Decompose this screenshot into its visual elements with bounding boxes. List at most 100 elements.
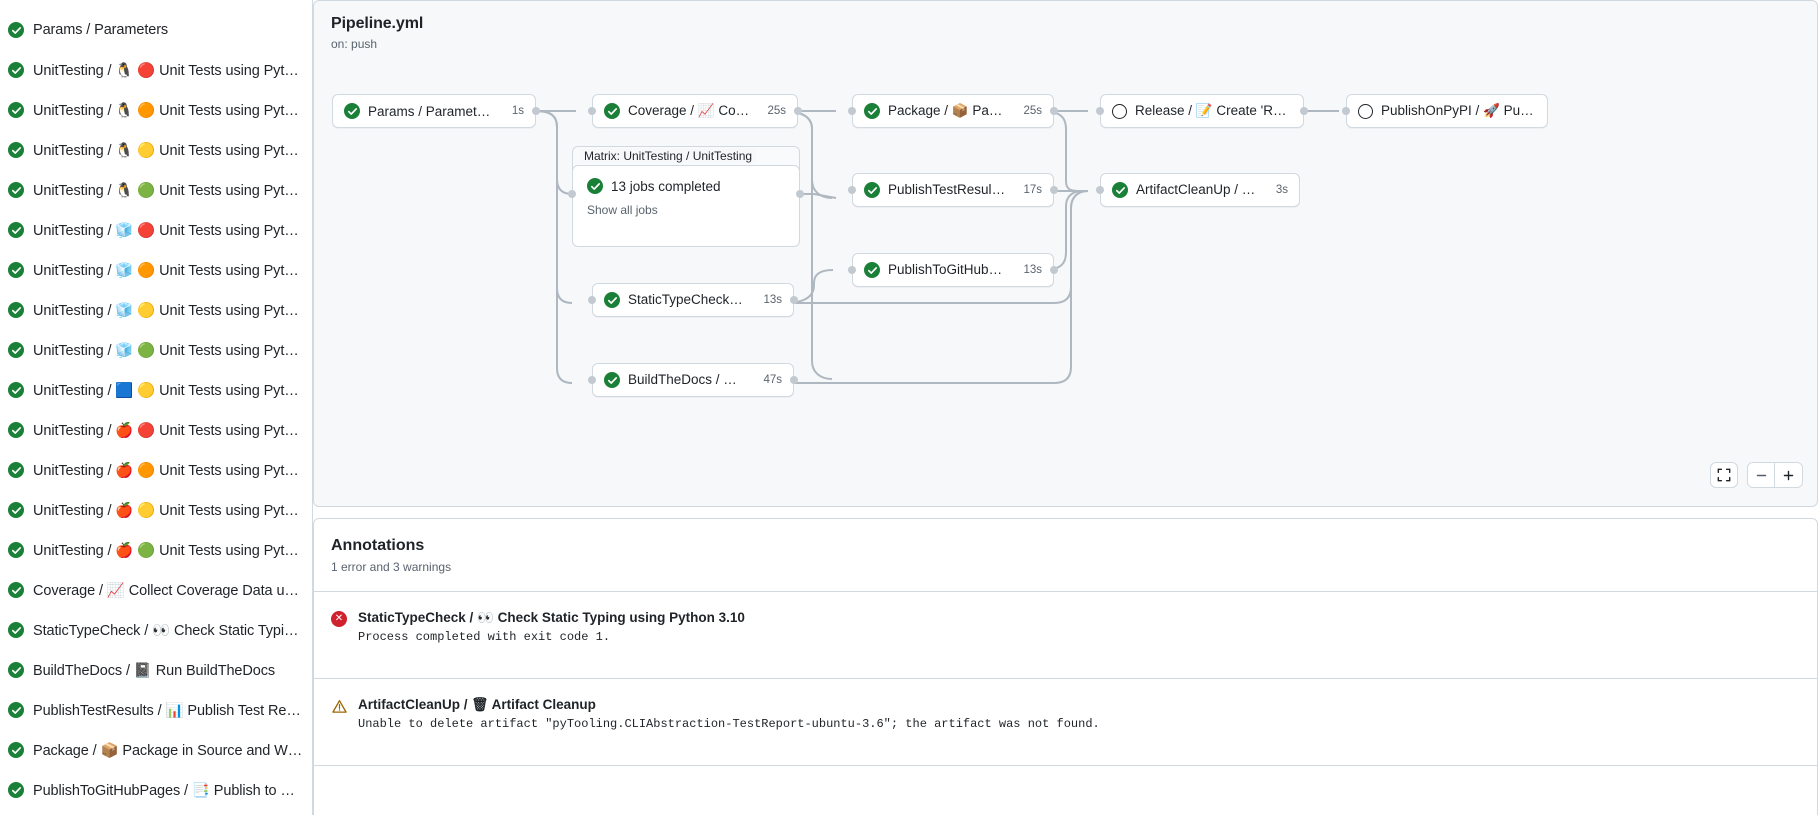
package-input-dot	[848, 107, 856, 115]
zoom-out-button[interactable]	[1748, 463, 1775, 487]
release-input-dot	[1096, 107, 1104, 115]
pypi-input-dot	[1342, 107, 1350, 115]
annotations-header: Annotations 1 error and 3 warnings	[314, 519, 1817, 574]
matrix-status-row: 13 jobs completed	[587, 178, 785, 194]
sidebar-job-item[interactable]: BuildTheDocs / 📓 Run BuildTheDocs	[0, 650, 312, 690]
annotations-divider	[314, 765, 1817, 766]
sidebar-job-item[interactable]: UnitTesting / 🟦 🟡 Unit Tests using Pyth…	[0, 370, 312, 410]
check-circle-icon	[864, 182, 880, 198]
node-label: Release / 📝 Create 'Release P…	[1135, 103, 1292, 119]
graph-node-package[interactable]: Package / 📦 Package in So… 25s	[852, 94, 1054, 128]
check-circle-icon	[1112, 182, 1128, 198]
annotation-item[interactable]: ✕ StaticTypeCheck / 👀 Check Static Typin…	[314, 591, 1817, 661]
zoom-in-button[interactable]	[1775, 463, 1802, 487]
annotations-summary: 1 error and 3 warnings	[331, 560, 1800, 574]
sidebar-job-item[interactable]: UnitTesting / 🐧 🟠 Unit Tests using Pyth…	[0, 90, 312, 130]
zoom-button-group	[1747, 462, 1803, 488]
check-circle-icon	[8, 782, 24, 798]
sidebar-job-label: UnitTesting / 🍎 🟡 Unit Tests using Pyth…	[33, 502, 304, 519]
pending-circle-icon	[1358, 104, 1373, 119]
sidebar-job-item[interactable]: Params / Parameters	[0, 10, 312, 50]
annotation-item[interactable]: ArtifactCleanUp / 🗑 Artifact Cleanup Una…	[314, 678, 1817, 748]
node-label: StaticTypeCheck / 👀 Chec…	[628, 292, 745, 308]
sidebar-job-item[interactable]: PublishToGitHubPages / 📑 Publish to G…	[0, 770, 312, 810]
graph-zoom-controls	[1710, 462, 1803, 488]
check-circle-icon	[8, 342, 24, 358]
sidebar-job-item[interactable]: UnitTesting / 🍎 🟠 Unit Tests using Pyth…	[0, 450, 312, 490]
graph-node-coverage[interactable]: Coverage / 📈 Collect Cove… 25s	[592, 94, 798, 128]
graph-node-publishtestresults[interactable]: PublishTestResults / 📊 Pu… 17s	[852, 173, 1054, 207]
main-content: Pipeline.yml on: push	[313, 0, 1818, 815]
sidebar-job-label: UnitTesting / 🐧 🟡 Unit Tests using Pyth…	[33, 142, 304, 159]
graph-node-artifactcleanup[interactable]: ArtifactCleanUp / 🗑 Artifac… 3s	[1100, 173, 1300, 207]
check-circle-icon	[864, 103, 880, 119]
check-circle-icon	[8, 62, 24, 78]
sidebar-job-item[interactable]: UnitTesting / 🍎 🟡 Unit Tests using Pyth…	[0, 490, 312, 530]
graph-node-publishonpypi[interactable]: PublishOnPyPI / 🚀 Publish to …	[1346, 94, 1548, 128]
coverage-output-dot	[794, 107, 802, 115]
check-circle-icon	[8, 702, 24, 718]
node-label: PublishTestResults / 📊 Pu…	[888, 182, 1005, 198]
sidebar-job-item[interactable]: UnitTesting / 🧊 🔴 Unit Tests using Pyth…	[0, 210, 312, 250]
graph-node-release[interactable]: Release / 📝 Create 'Release P…	[1100, 94, 1304, 128]
sidebar-job-item[interactable]: UnitTesting / 🐧 🟢 Unit Tests using Pyth…	[0, 170, 312, 210]
node-label: BuildTheDocs / 📓 Run Buil…	[628, 372, 745, 388]
check-circle-icon	[8, 382, 24, 398]
node-duration: 47s	[753, 374, 782, 386]
sidebar-job-label: UnitTesting / 🐧 🟠 Unit Tests using Pyth…	[33, 102, 304, 119]
check-circle-icon	[8, 502, 24, 518]
sidebar-job-item[interactable]: UnitTesting / 🧊 🟢 Unit Tests using Pyth…	[0, 330, 312, 370]
graph-node-buildthedocs[interactable]: BuildTheDocs / 📓 Run Buil… 47s	[592, 363, 794, 397]
sidebar-job-item[interactable]: UnitTesting / 🍎 🔴 Unit Tests using Pyth…	[0, 410, 312, 450]
sidebar-job-label: UnitTesting / 🐧 🔴 Unit Tests using Pyth…	[33, 62, 304, 79]
check-circle-icon	[8, 462, 24, 478]
node-label: Params / Parameters	[368, 104, 494, 119]
sidebar-job-item[interactable]: PublishTestResults / 📊 Publish Test Resu…	[0, 690, 312, 730]
sidebar-job-label: UnitTesting / 🍎 🔴 Unit Tests using Pyth…	[33, 422, 304, 439]
check-circle-icon	[8, 422, 24, 438]
pending-circle-icon	[1112, 104, 1127, 119]
annotation-header: ArtifactCleanUp / 🗑 Artifact Cleanup	[358, 697, 1800, 713]
warning-icon	[331, 698, 347, 714]
check-circle-icon	[8, 622, 24, 638]
package-output-dot	[1050, 107, 1058, 115]
sidebar-job-item[interactable]: UnitTesting / 🐧 🟡 Unit Tests using Pyth…	[0, 130, 312, 170]
fit-screen-button[interactable]	[1710, 462, 1738, 488]
graph-canvas[interactable]: Matrix: UnitTesting / UnitTesting 13 job…	[314, 1, 1818, 507]
fit-screen-icon	[1717, 468, 1731, 482]
matrix-node[interactable]: 13 jobs completed Show all jobs	[572, 165, 800, 247]
jobs-sidebar[interactable]: Params / ParametersUnitTesting / 🐧 🔴 Uni…	[0, 0, 313, 815]
sidebar-job-label: UnitTesting / 🧊 🔴 Unit Tests using Pyth…	[33, 222, 304, 239]
show-all-jobs-link[interactable]: Show all jobs	[587, 203, 785, 217]
node-label: Package / 📦 Package in So…	[888, 103, 1005, 119]
sidebar-job-item[interactable]: Coverage / 📈 Collect Coverage Data usi…	[0, 570, 312, 610]
check-circle-icon	[8, 542, 24, 558]
sidebar-job-item[interactable]: UnitTesting / 🧊 🟠 Unit Tests using Pyth…	[0, 250, 312, 290]
check-circle-icon	[8, 662, 24, 678]
node-duration: 17s	[1013, 184, 1042, 196]
check-circle-icon	[8, 22, 24, 38]
sidebar-job-item[interactable]: Package / 📦 Package in Source and Wh…	[0, 730, 312, 770]
sidebar-job-label: UnitTesting / 🧊 🟢 Unit Tests using Pyth…	[33, 342, 304, 359]
node-duration: 13s	[1013, 264, 1042, 276]
matrix-input-dot	[568, 190, 576, 198]
node-duration: 25s	[1013, 105, 1042, 117]
graph-node-params[interactable]: Params / Parameters 1s	[332, 94, 536, 128]
ghpages-input-dot	[848, 266, 856, 274]
sidebar-job-item[interactable]: UnitTesting / 🧊 🟡 Unit Tests using Pyth…	[0, 290, 312, 330]
cleanup-input-dot	[1096, 186, 1104, 194]
sidebar-job-item[interactable]: UnitTesting / 🐧 🔴 Unit Tests using Pyth…	[0, 50, 312, 90]
graph-node-publishtogithubpages[interactable]: PublishToGitHubPages / 📑 … 13s	[852, 253, 1054, 287]
graph-node-statictypecheck[interactable]: StaticTypeCheck / 👀 Chec… 13s	[592, 283, 794, 317]
sidebar-job-item[interactable]: UnitTesting / 🍎 🟢 Unit Tests using Pyth…	[0, 530, 312, 570]
matrix-summary: 13 jobs completed	[611, 179, 721, 194]
sidebar-job-label: Package / 📦 Package in Source and Wh…	[33, 742, 304, 759]
check-circle-icon	[8, 302, 24, 318]
node-label: PublishToGitHubPages / 📑 …	[888, 262, 1005, 278]
sidebar-job-label: Params / Parameters	[33, 22, 168, 38]
sidebar-job-label: UnitTesting / 🧊 🟡 Unit Tests using Pyth…	[33, 302, 304, 319]
release-output-dot	[1300, 107, 1308, 115]
sidebar-job-label: Coverage / 📈 Collect Coverage Data usi…	[33, 582, 304, 599]
sidebar-job-item[interactable]: StaticTypeCheck / 👀 Check Static Typing…	[0, 610, 312, 650]
